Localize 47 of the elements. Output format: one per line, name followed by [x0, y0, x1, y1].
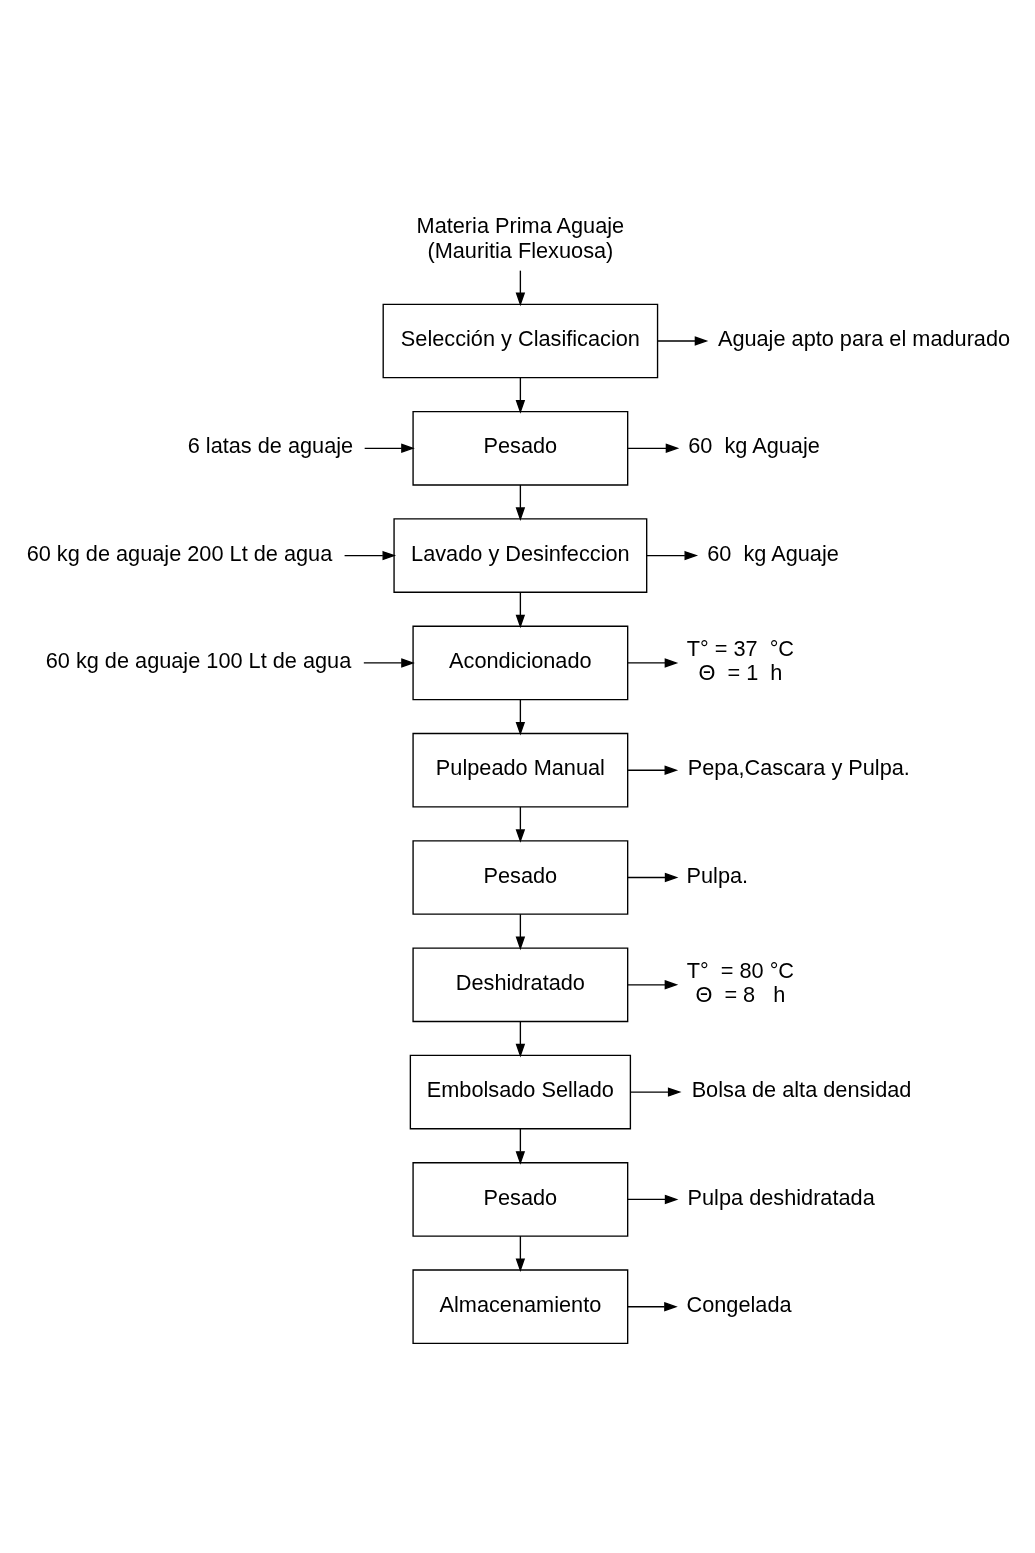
- arrow: [626, 764, 678, 775]
- node-text: T° = 37 °C Θ = 1 h: [686, 635, 794, 685]
- arrow: [626, 979, 678, 990]
- node-text: Congelada: [686, 1291, 792, 1317]
- arrow: [515, 376, 525, 414]
- arrow: [626, 872, 678, 882]
- node-text: 60 kg de aguaje 100 Lt de agua: [45, 647, 351, 673]
- node-box: Embolsado Sellado: [409, 1054, 631, 1129]
- node-box: Deshidratado: [411, 946, 628, 1022]
- node-box: Pesado: [411, 1161, 628, 1237]
- arrow: [515, 698, 525, 736]
- node-box: Almacenamiento: [411, 1268, 628, 1344]
- node-box: Pulpeado Manual: [411, 732, 628, 808]
- node-box: Lavado y Desinfeccion: [392, 517, 647, 593]
- node-text: Pepa,Cascara y Pulpa.: [687, 754, 910, 780]
- arrow: [626, 1301, 678, 1311]
- node-text: T° = 80 °C Θ = 8 h: [686, 957, 794, 1007]
- node-text: 60 kg de aguaje 200 Lt de agua: [26, 540, 332, 566]
- node-text: Pulpa.: [686, 862, 748, 888]
- node-text: 60 kg Aguaje: [687, 432, 820, 458]
- arrow: [656, 335, 708, 346]
- arrow: [515, 913, 525, 950]
- node-text: Pulpa deshidratada: [687, 1184, 875, 1210]
- node-box: Pesado: [411, 410, 628, 486]
- node-text: Bolsa de alta densidad: [691, 1076, 911, 1102]
- node-box: Pesado: [411, 839, 628, 915]
- arrow: [626, 657, 678, 668]
- node-box: Acondicionado: [411, 625, 628, 700]
- node-text: Aguaje apto para el madurado: [717, 325, 1010, 351]
- arrow: [515, 805, 525, 843]
- node-box: Selección y Clasificacion: [382, 303, 658, 378]
- node-text: 60 kg Aguaje: [706, 540, 839, 566]
- arrow: [626, 443, 679, 453]
- arrow: [515, 483, 525, 521]
- arrow: [515, 1127, 525, 1165]
- arrow: [515, 269, 525, 306]
- node-text: 6 latas de aguaje: [187, 432, 353, 458]
- arrow: [362, 657, 415, 668]
- arrow: [626, 1194, 678, 1204]
- arrow: [515, 591, 525, 628]
- node-text: Materia Prima Aguaje (Mauritia Flexuosa): [416, 212, 624, 263]
- arrow: [515, 1020, 525, 1057]
- arrow: [629, 1086, 681, 1097]
- arrow: [343, 550, 396, 560]
- arrow: [645, 550, 698, 560]
- arrow: [363, 443, 415, 453]
- arrow: [515, 1235, 525, 1272]
